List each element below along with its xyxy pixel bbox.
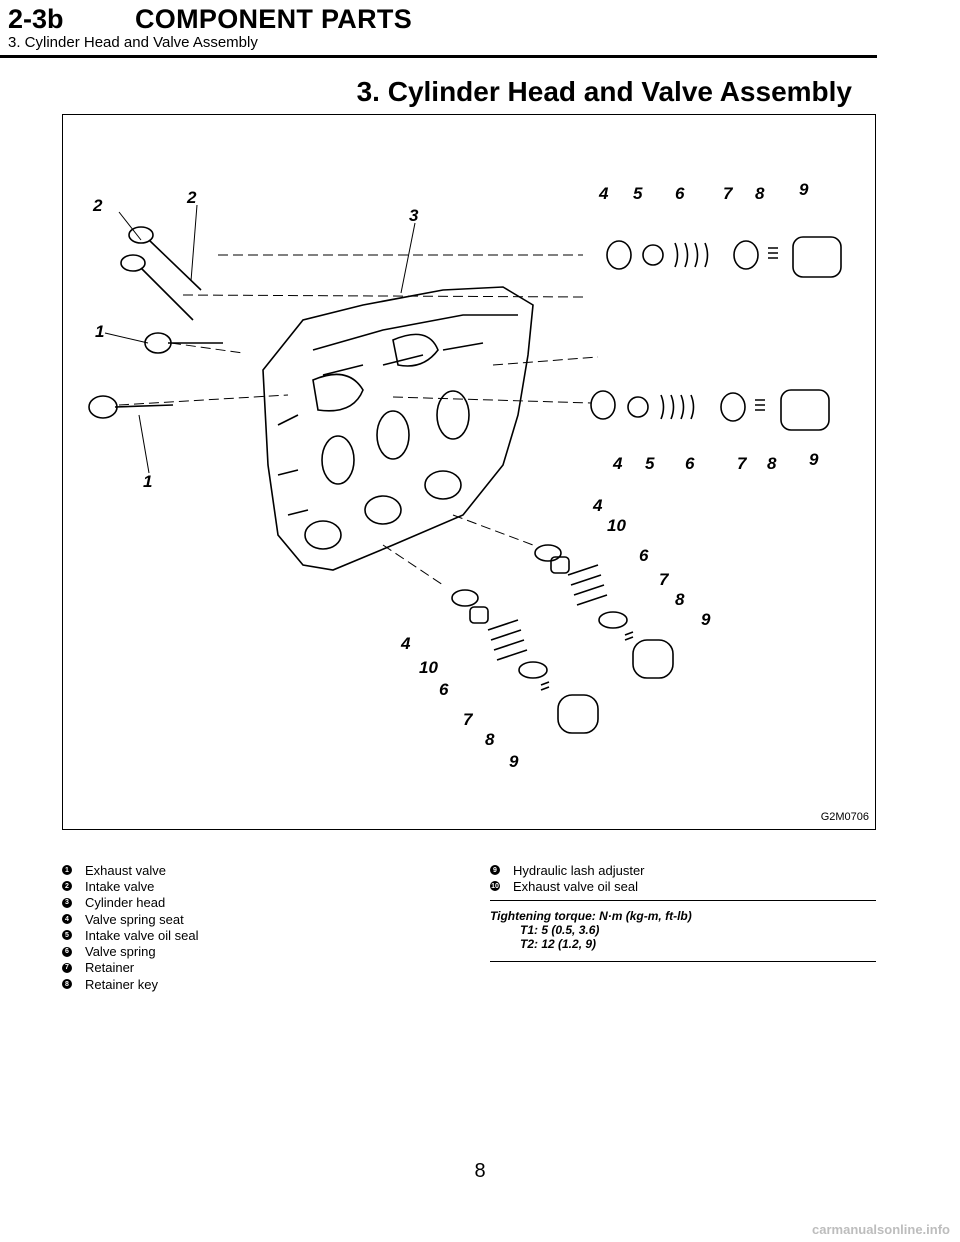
callout-2: 2	[92, 196, 103, 215]
callout-6: 6	[439, 680, 449, 699]
callout-1: 1	[95, 322, 104, 341]
legend-label: Intake valve oil seal	[85, 927, 199, 943]
legend-number: 7	[62, 962, 72, 973]
legend-right: 9 Hydraulic lash adjuster 10 Exhaust valve…	[490, 862, 645, 895]
callout-8: 8	[485, 730, 495, 749]
callout-7: 7	[659, 570, 670, 589]
callout-9: 9	[701, 610, 711, 629]
torque-t2: T2: 12 (1.2, 9)	[520, 937, 597, 951]
legend-number: 4	[62, 914, 72, 925]
exploded-diagram: 2 2 3 1 1 4 5 6 7 8 9 4 5 6 7 8 9 4 10 6…	[62, 114, 876, 830]
callout-8: 8	[767, 454, 777, 473]
legend-number: 6	[62, 946, 72, 957]
legend-label: Exhaust valve oil seal	[513, 878, 639, 894]
callout-9: 9	[809, 450, 819, 469]
legend-item: 5 Intake valve oil seal	[62, 927, 198, 943]
callout-10: 10	[419, 658, 438, 677]
callout-8: 8	[675, 590, 685, 609]
callout-5: 5	[645, 454, 655, 473]
legend-label: Intake valve	[85, 878, 155, 894]
legend-left: 1 Exhaust valve 2 Intake valve 3 Cylinder h…	[62, 862, 198, 992]
legend-number: 9	[490, 865, 500, 876]
page-header: 2-3b COMPONENT PARTS 3. Cylinder Head an…	[0, 0, 960, 60]
diagram-drawing: 2 2 3 1 1 4 5 6 7 8 9 4 5 6 7 8 9 4 10 6…	[88, 180, 842, 771]
torque-heading: Tightening torque: N·m (kg-m, ft-lb)	[490, 909, 692, 923]
callout-4: 4	[612, 454, 623, 473]
section-number: 2-3b	[8, 4, 64, 34]
section-subtitle: 3. Cylinder Head and Valve Assembly	[8, 34, 258, 51]
callout-8: 8	[755, 184, 765, 203]
legend-number: 3	[62, 897, 72, 908]
callout-9: 9	[509, 752, 519, 771]
callout-7: 7	[737, 454, 748, 473]
legend-item: 1 Exhaust valve	[62, 862, 198, 878]
legend-number: 5	[62, 930, 72, 941]
callout-2: 2	[186, 188, 197, 207]
page-number: 8	[474, 1160, 486, 1182]
legend-label: Retainer	[85, 960, 135, 976]
tightening-torque-box: Tightening torque: N·m (kg-m, ft-lb) T1:…	[490, 900, 876, 962]
legend-label: Cylinder head	[85, 895, 166, 911]
legend-number: 1	[62, 865, 72, 876]
callout-10: 10	[607, 516, 626, 535]
callout-3: 3	[409, 206, 419, 225]
legend-label: Valve spring seat	[85, 911, 184, 927]
legend-item: 2 Intake valve	[62, 878, 198, 894]
legend-number: 10	[490, 881, 500, 892]
section-title: COMPONENT PARTS	[135, 4, 413, 34]
legend-label: Valve spring	[85, 944, 156, 960]
callout-7: 7	[463, 710, 474, 729]
legend-item: 3 Cylinder head	[62, 895, 198, 911]
callout-7: 7	[723, 184, 734, 203]
legend-label: Exhaust valve	[85, 862, 166, 878]
legend-number: 2	[62, 881, 72, 892]
callout-6: 6	[675, 184, 685, 203]
callout-6: 6	[639, 546, 649, 565]
page-title: 3. Cylinder Head and Valve Assembly	[356, 76, 852, 107]
callout-1: 1	[143, 472, 152, 491]
legend-item: 6 Valve spring	[62, 943, 198, 959]
legend-item: 9 Hydraulic lash adjuster	[490, 862, 645, 878]
callout-4: 4	[598, 184, 609, 203]
callout-5: 5	[633, 184, 643, 203]
callout-9: 9	[799, 180, 809, 199]
legend-item: 4 Valve spring seat	[62, 911, 198, 927]
header-rule	[0, 55, 877, 58]
callout-4: 4	[592, 496, 603, 515]
callout-6: 6	[685, 454, 695, 473]
torque-t1: T1: 5 (0.5, 3.6)	[520, 923, 600, 937]
legend-item: 7 Retainer	[62, 960, 198, 976]
legend-item: 10 Exhaust valve oil seal	[490, 878, 645, 894]
legend-item: 8 Retainer key	[62, 976, 198, 992]
legend-label: Hydraulic lash adjuster	[513, 862, 645, 878]
callout-4: 4	[400, 634, 411, 653]
legend-label: Retainer key	[85, 976, 158, 992]
watermark: carmanualsonline.info	[812, 1222, 950, 1237]
cylinder-head	[262, 286, 534, 571]
figure-code: G2M0706	[820, 811, 869, 823]
legend-number: 8	[62, 979, 72, 990]
